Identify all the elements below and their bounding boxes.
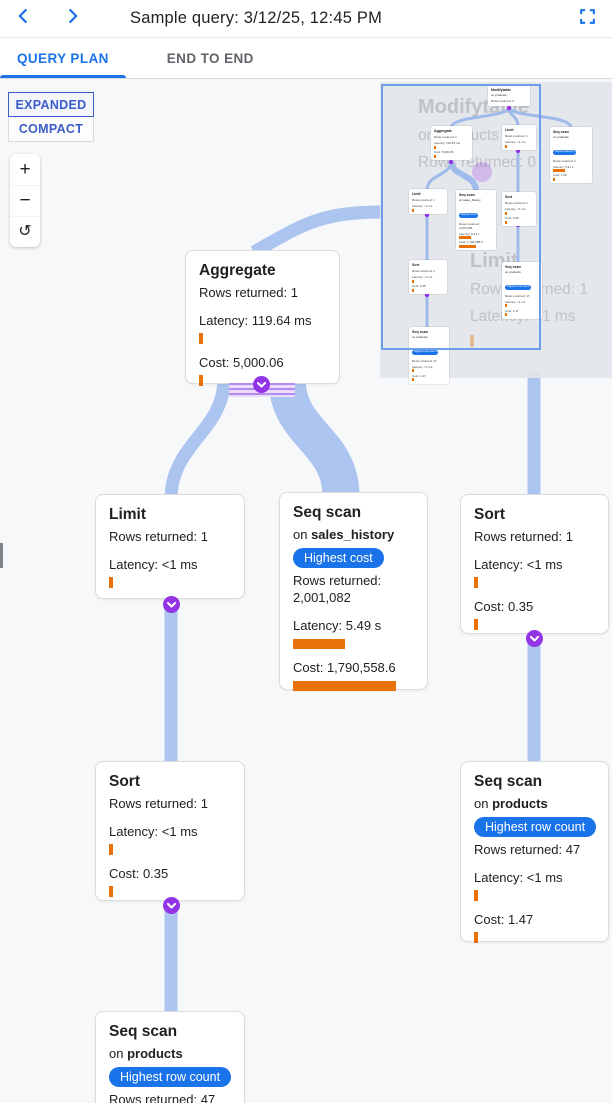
collapse-button-sort-left[interactable]	[163, 897, 180, 914]
collapse-button-aggregate[interactable]	[253, 376, 270, 393]
flow-edge	[250, 205, 383, 258]
minimap-viewport[interactable]	[381, 84, 541, 350]
node-rows: Rows returned: 1	[474, 529, 573, 544]
node-cost: Cost: 0.35	[474, 598, 534, 614]
latency-bar	[109, 576, 113, 588]
reset-view-button[interactable]: ↺	[10, 216, 40, 247]
node-title: Sort	[474, 506, 505, 523]
minimap[interactable]: Modifytable on products Rows returned: 0…	[380, 82, 612, 384]
zoom-in-icon: +	[19, 158, 31, 180]
node-rows: Rows returned: 2,001,082	[293, 573, 382, 605]
node-latency: Latency: <1 ms	[109, 556, 198, 572]
node-latency: Latency: <1 ms	[109, 823, 198, 839]
expanded-label: EXPANDED	[15, 97, 87, 112]
expanded-button[interactable]: EXPANDED	[8, 92, 94, 117]
query-plan-canvas[interactable]: EXPANDED COMPACT + − ↺ Aggregate Rows re…	[0, 79, 612, 1103]
latency-bar	[474, 889, 478, 901]
node-cost: Cost: 1.47	[474, 911, 534, 927]
node-cost: Cost: 5,000.06	[199, 354, 284, 370]
panel-resize-handle[interactable]	[0, 543, 3, 568]
highest-cost-badge: Highest cost	[293, 548, 384, 568]
node-title: Seq scan	[293, 504, 362, 521]
plan-node-limit[interactable]: Limit Rows returned: 1 Latency: <1 ms	[95, 494, 245, 599]
node-latency: Latency: <1 ms	[474, 869, 563, 885]
zoom-out-icon: −	[19, 190, 31, 211]
active-tab-underline	[0, 75, 126, 78]
highest-row-count-badge: Highest row count	[474, 817, 597, 837]
node-title: Seq scan	[474, 773, 543, 790]
chevron-right-icon	[62, 5, 84, 32]
zoom-in-button[interactable]: +	[10, 154, 40, 185]
node-latency: Latency: 119.64 ms	[199, 312, 312, 328]
node-rows: Rows returned: 47	[109, 1092, 216, 1103]
node-table: on products	[109, 1046, 183, 1061]
cost-bar	[474, 618, 478, 630]
latency-bar	[474, 576, 478, 588]
compact-label: COMPACT	[18, 122, 84, 136]
forward-button[interactable]	[58, 4, 88, 34]
back-button[interactable]	[8, 4, 38, 34]
plan-node-seq-scan-products-bottom[interactable]: Seq scan on products Highest row count R…	[95, 1011, 245, 1103]
zoom-out-button[interactable]: −	[10, 185, 40, 216]
cost-bar	[293, 680, 396, 691]
cost-bar	[474, 931, 478, 943]
highest-row-count-badge: Highest row count	[109, 1067, 232, 1087]
cost-bar	[109, 885, 113, 897]
page-title: Sample query: 3/12/25, 12:45 PM	[130, 9, 383, 27]
collapse-button-sort-right[interactable]	[526, 630, 543, 647]
node-rows: Rows returned: 47	[474, 842, 581, 857]
plan-node-seq-scan-products-right[interactable]: Seq scan on products Highest row count R…	[460, 761, 609, 943]
node-rows: Rows returned: 1	[199, 285, 298, 300]
latency-bar	[199, 332, 203, 344]
fullscreen-icon	[578, 7, 597, 31]
plan-node-sort-right[interactable]: Sort Rows returned: 1 Latency: <1 ms Cos…	[460, 494, 609, 634]
compact-button[interactable]: COMPACT	[8, 117, 94, 142]
title-bar: Sample query: 3/12/25, 12:45 PM	[0, 0, 612, 38]
latency-bar	[293, 638, 345, 649]
node-rows: Rows returned: 1	[109, 796, 208, 811]
node-cost: Cost: 1,790,558.6	[293, 659, 396, 675]
latency-bar	[109, 843, 113, 855]
node-rows: Rows returned: 1	[109, 529, 208, 544]
cost-bar	[199, 374, 203, 386]
flow-edge	[164, 378, 231, 500]
tab-bar: QUERY PLAN END TO END	[0, 38, 612, 79]
plan-node-aggregate[interactable]: Aggregate Rows returned: 1 Latency: 119.…	[185, 250, 340, 386]
node-latency: Latency: <1 ms	[474, 556, 563, 572]
node-latency: Latency: 5.49 s	[293, 617, 382, 633]
plan-node-seq-scan-sales-history[interactable]: Seq scan on sales_history Highest cost R…	[279, 492, 428, 691]
node-title: Limit	[109, 506, 147, 523]
node-cost: Cost: 0.35	[109, 865, 169, 881]
node-title: Seq scan	[109, 1023, 178, 1040]
tab-query-plan[interactable]: QUERY PLAN	[0, 38, 126, 78]
view-mode-toggle: EXPANDED COMPACT	[8, 92, 94, 142]
tab-label: END TO END	[166, 50, 254, 66]
collapse-button-limit[interactable]	[163, 596, 180, 613]
fullscreen-button[interactable]	[574, 6, 600, 32]
zoom-controls: + − ↺	[10, 154, 40, 247]
flow-edge	[268, 377, 360, 498]
reset-icon: ↺	[18, 223, 32, 240]
chevron-left-icon	[12, 5, 34, 32]
node-title: Sort	[109, 773, 140, 790]
node-table: on products	[474, 796, 548, 811]
plan-node-sort-left[interactable]: Sort Rows returned: 1 Latency: <1 ms Cos…	[95, 761, 245, 901]
tab-end-to-end[interactable]: END TO END	[150, 38, 271, 78]
node-title: Aggregate	[199, 262, 276, 279]
node-table: on sales_history	[293, 527, 395, 542]
tab-label: QUERY PLAN	[17, 50, 109, 66]
